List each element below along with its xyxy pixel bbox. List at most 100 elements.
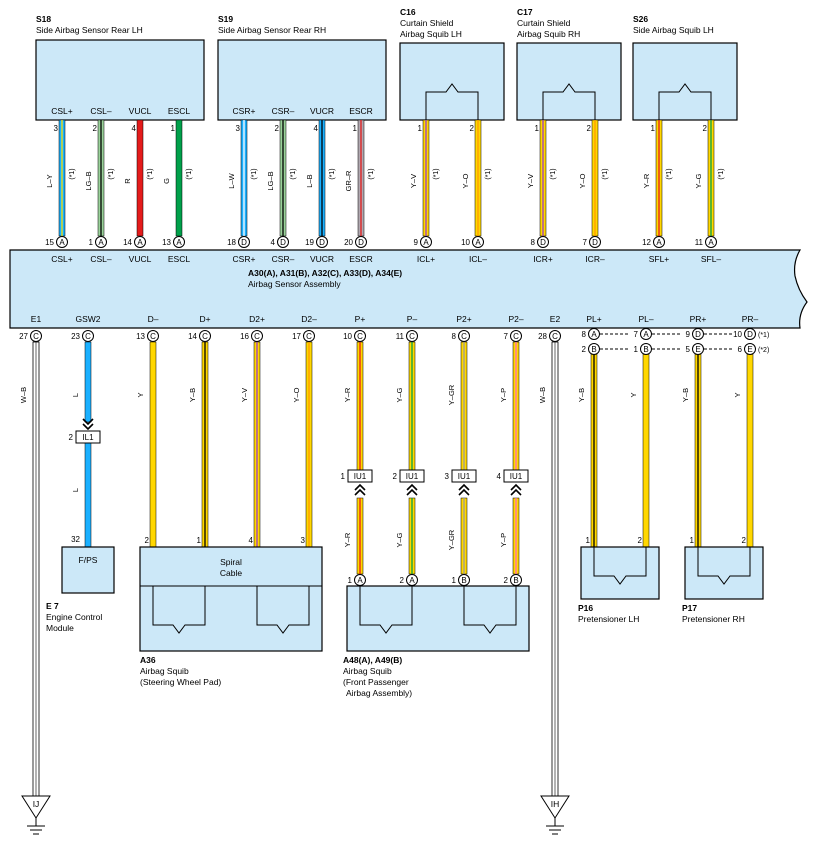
top-wire-note: (*1) — [368, 168, 375, 179]
a48-connector-pin: 2 — [504, 576, 509, 585]
bottom-connector-circle — [354, 330, 366, 342]
pretensioner-connector-pin: 10 — [733, 330, 742, 339]
ground-left-label: IJ — [33, 799, 40, 809]
top-connector-circle-letter: A — [137, 238, 143, 247]
component-a36: Spiral Cable A36 Airbag Squib (Steering … — [139, 546, 323, 687]
bottom-connector-circle-letter: C — [552, 332, 558, 341]
c17-name-1: Curtain Shield — [517, 18, 571, 28]
assembly-top-terminal: ICR– — [585, 254, 605, 264]
top-pin-number: 2 — [703, 124, 708, 133]
assembly-top-terminal: CSL– — [90, 254, 112, 264]
airbag-sensor-assembly: A30(A), A31(B), A32(C), A33(D), A34(E) A… — [9, 249, 808, 329]
bottom-connector-circle-letter: C — [357, 332, 363, 341]
p16-pin: 2 — [638, 536, 643, 545]
top-wire-note: (*1) — [251, 168, 258, 179]
top-connector-pin: 15 — [45, 238, 54, 247]
assembly-code: A30(A), A31(B), A32(C), A33(D), A34(E) — [248, 268, 402, 278]
top-connector-circle-letter: D — [241, 238, 247, 247]
assembly-name: Airbag Sensor Assembly — [248, 279, 341, 289]
s18-pin-label: CSL+ — [51, 106, 73, 116]
c17-code: C17 — [517, 7, 533, 17]
s18-pin-label: VUCL — [129, 106, 152, 116]
bottom-wire-color-label: W–B — [538, 387, 547, 403]
top-pin-number: 1 — [651, 124, 656, 133]
bottom-wire-color-label: Y–B — [188, 388, 197, 402]
s19-pin-label: CSR+ — [233, 106, 256, 116]
iu1-pin: 1 — [341, 472, 346, 481]
bottom-wire-color-label: Y–R — [343, 387, 352, 402]
assembly-bottom-terminal: D2+ — [249, 314, 265, 324]
bottom-wire-group: E1C27W–BGSW2C23LLIL12D–C13YD+C14Y–BD2+C1… — [19, 314, 769, 797]
s19-pin-label: VUCR — [310, 106, 334, 116]
assembly-top-terminal: VUCL — [129, 254, 152, 264]
top-pin-number: 2 — [587, 124, 592, 133]
bottom-connector-circle — [510, 330, 522, 342]
top-pin-number: 3 — [236, 124, 241, 133]
top-connector-circle — [95, 236, 107, 248]
top-connector-circle — [173, 236, 185, 248]
top-wire — [136, 119, 144, 237]
s18-pin-label: CSL– — [90, 106, 112, 116]
a36-name-2: (Steering Wheel Pad) — [140, 677, 221, 687]
assembly-bottom-terminal: E1 — [31, 314, 42, 324]
top-connector-circle-letter: A — [98, 238, 104, 247]
a48-name-1: Airbag Squib — [343, 666, 392, 676]
a36-wire — [149, 341, 157, 548]
bottom-connector-circle-letter: C — [150, 332, 156, 341]
iu1-label: IU1 — [354, 472, 367, 481]
component-p16: 1 2 P16 Pretensioner LH — [578, 536, 660, 624]
e7-inner-label: F/PS — [79, 555, 98, 565]
top-wire-note: (*1) — [433, 168, 440, 179]
assembly-bottom-terminal: P2+ — [456, 314, 471, 324]
top-connector-circle — [420, 236, 432, 248]
iu1-chevron — [406, 488, 418, 496]
p17-box — [684, 546, 764, 600]
a48-connector-pin: 2 — [400, 576, 405, 585]
bottom-connector-pin: 27 — [19, 332, 28, 341]
c16-squib-symbol — [425, 83, 479, 120]
component-s26: S26 Side Airbag Squib LH — [632, 14, 738, 121]
p17-pin: 2 — [742, 536, 747, 545]
top-pin-number: 1 — [353, 124, 358, 133]
e7-name-1: Engine Control — [46, 612, 102, 622]
top-connector-circle — [653, 236, 665, 248]
a48-connector-circle-letter: B — [513, 576, 518, 585]
top-wire-note: (*1) — [666, 168, 673, 179]
pretensioner-connector-circle — [640, 328, 652, 340]
top-connector-pin: 13 — [162, 238, 171, 247]
top-wire-color-label: Y–R — [642, 173, 651, 188]
pretensioner-connector-pin: 5 — [686, 345, 691, 354]
a48-squib-symbol-1 — [359, 586, 413, 634]
top-connector-circle-letter: A — [176, 238, 182, 247]
p16-box — [580, 546, 660, 600]
top-connector-pin: 10 — [461, 238, 470, 247]
p-wire-lower-color-label: Y–G — [395, 532, 404, 547]
assembly-top-terminal: CSR+ — [233, 254, 256, 264]
assembly-top-terminal: ICL+ — [417, 254, 435, 264]
bottom-connector-circle-letter: C — [513, 332, 519, 341]
a48-connector-circle-letter: A — [409, 576, 415, 585]
assembly-bottom-terminal: E2 — [550, 314, 561, 324]
ground-right: IH — [540, 795, 570, 835]
a36-pin: 4 — [249, 536, 254, 545]
s18-pin-label: ESCL — [168, 106, 190, 116]
iu1-label: IU1 — [510, 472, 523, 481]
top-wire-note: (*1) — [147, 168, 154, 179]
assembly-bottom-terminal: P+ — [355, 314, 366, 324]
a36-inner-1: Spiral — [220, 557, 242, 567]
assembly-bottom-terminal: PL+ — [586, 314, 601, 324]
bottom-wire-color-label: L — [71, 393, 80, 397]
iu1-chevron — [458, 483, 470, 491]
assembly-top-terminal: SFL– — [701, 254, 722, 264]
top-connector-circle-letter: A — [475, 238, 481, 247]
pretensioner-connector-circle — [692, 328, 704, 340]
iu1-pin: 3 — [445, 472, 450, 481]
bottom-wire-color-label: Y–G — [395, 387, 404, 402]
pretensioner-connector-pin: 8 — [582, 330, 587, 339]
top-wire-note: (*1) — [329, 168, 336, 179]
top-connector-pin: 14 — [123, 238, 132, 247]
top-connector-circle — [705, 236, 717, 248]
top-wire-note: (*1) — [69, 168, 76, 179]
top-connector-circle-letter: D — [280, 238, 286, 247]
top-wire-note: (*1) — [602, 168, 609, 179]
